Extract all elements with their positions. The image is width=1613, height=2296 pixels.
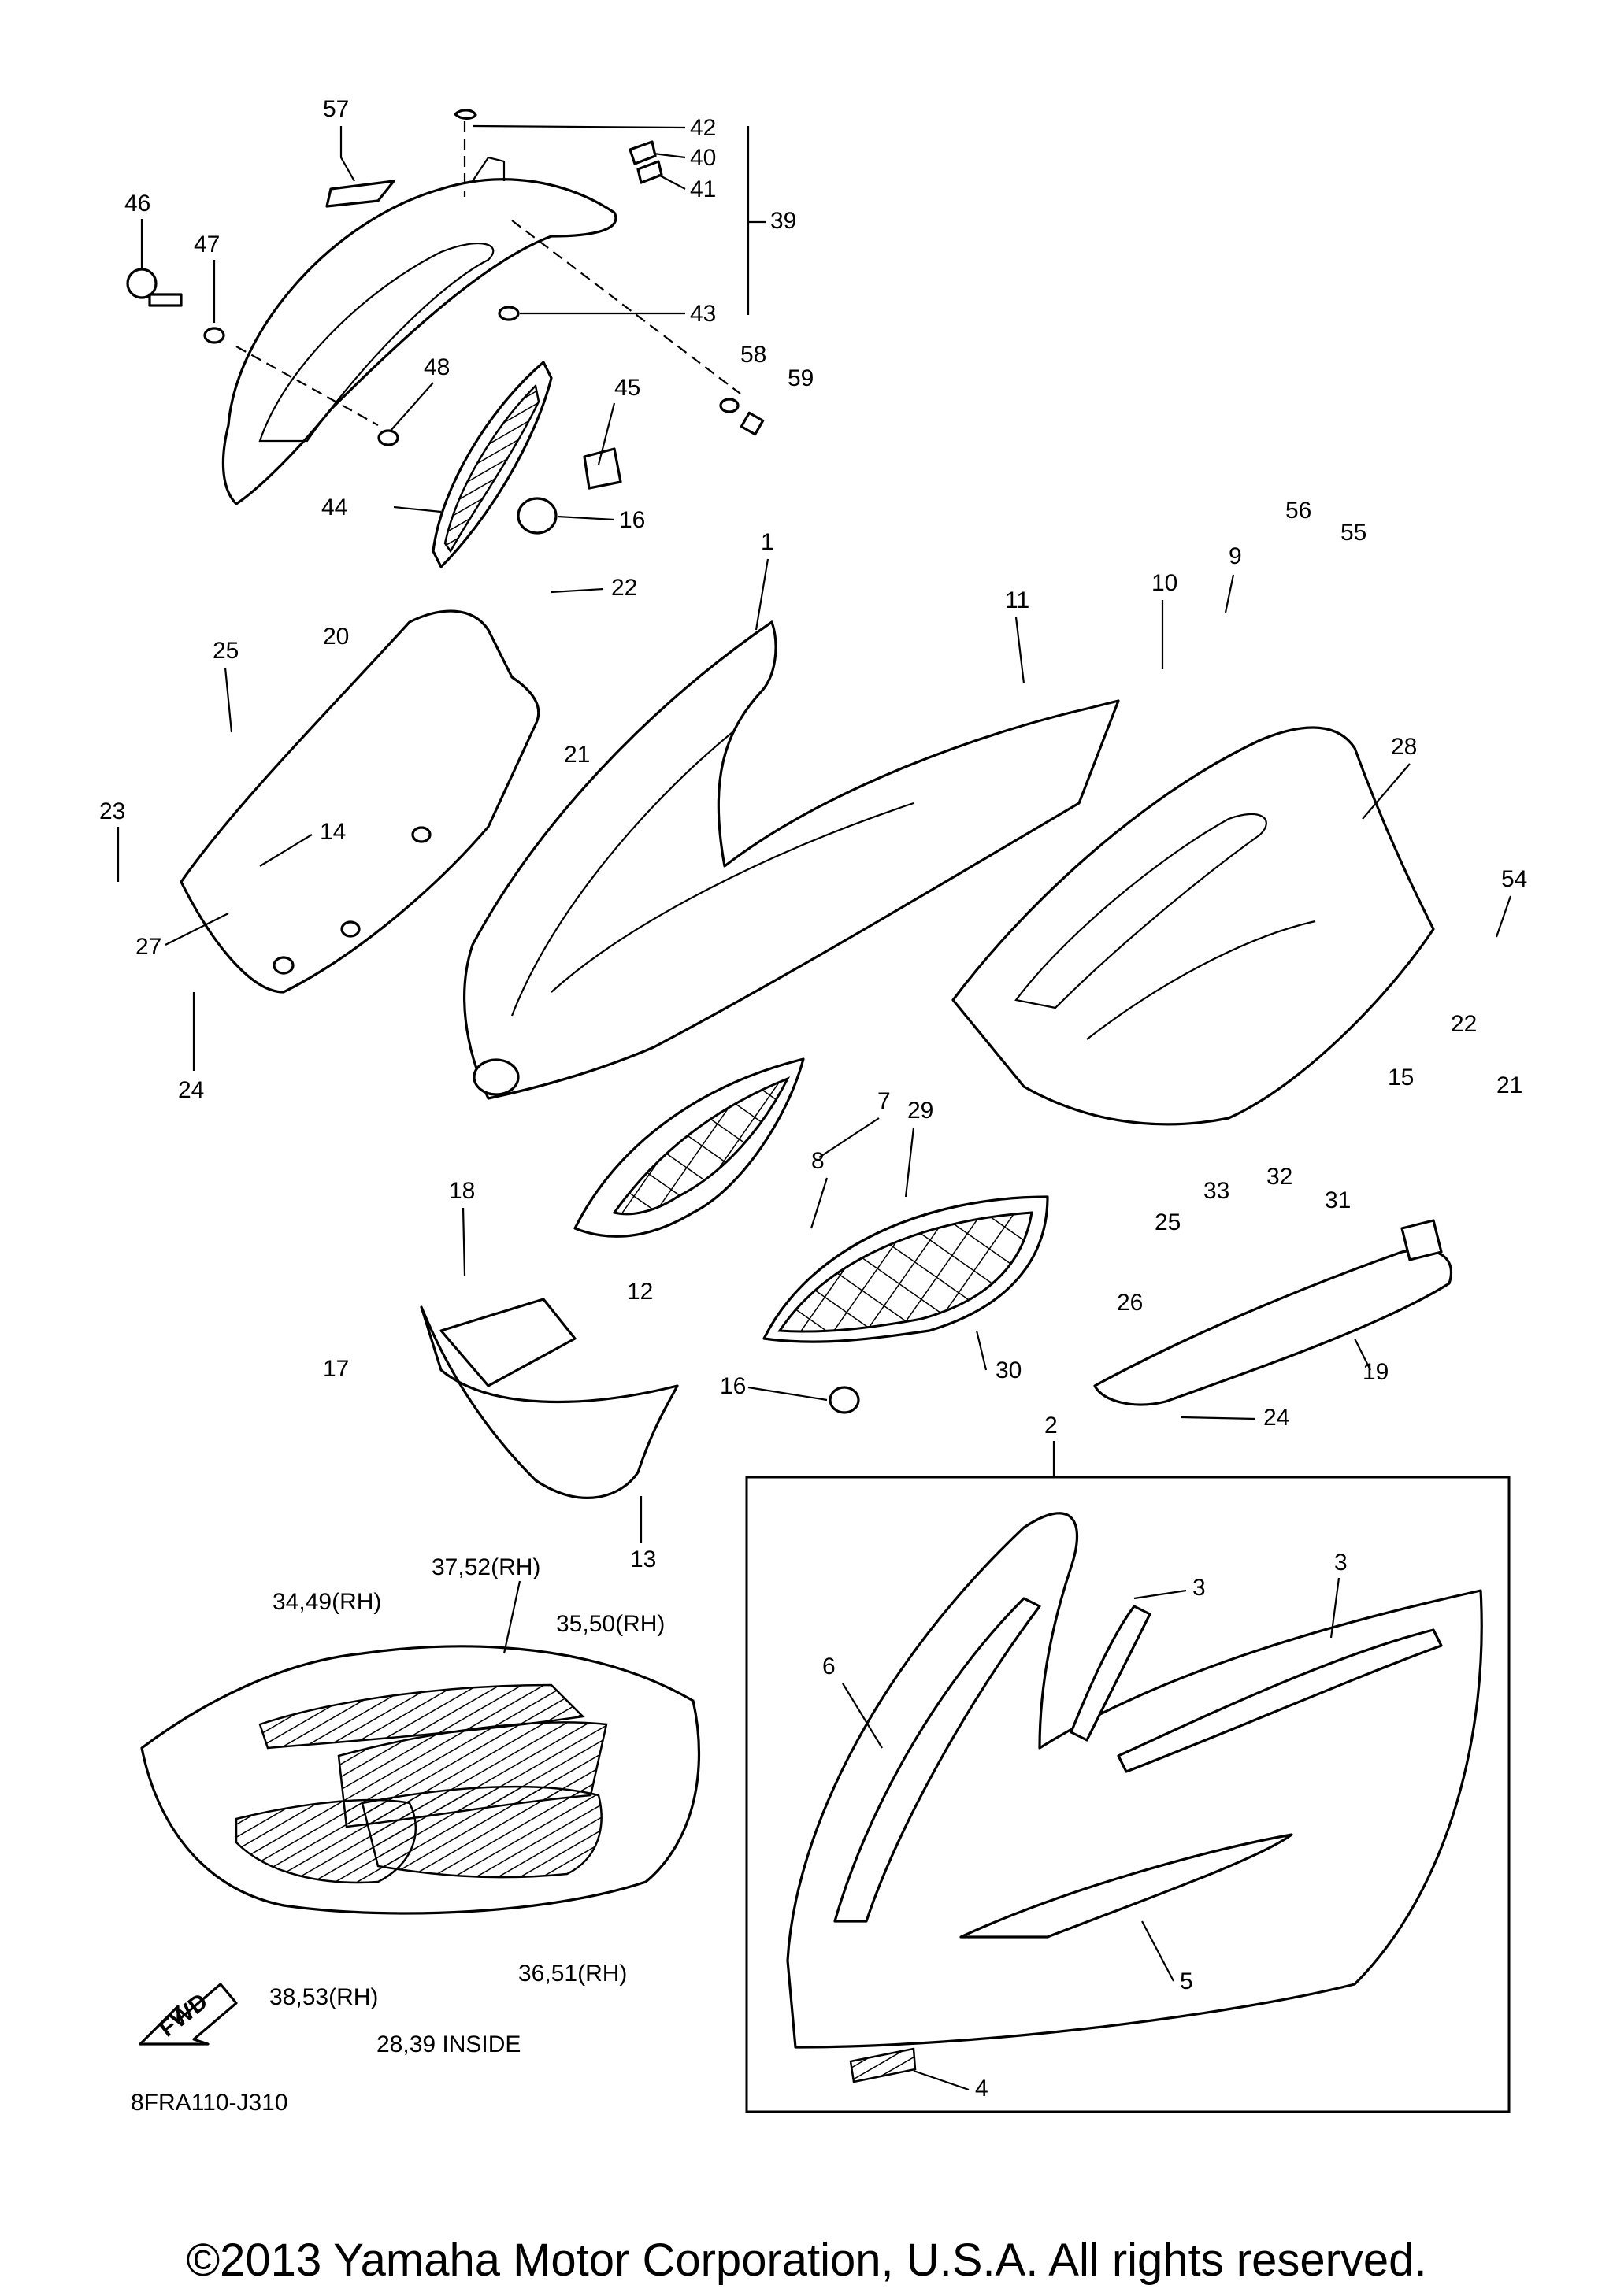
callout-54: 54: [1501, 866, 1527, 892]
callout-38: 38,53(RH): [269, 1984, 378, 2010]
callout-47: 47: [194, 231, 220, 257]
callout-21a: 21: [564, 742, 590, 768]
callout-40: 40: [690, 145, 716, 171]
callout-42: 42: [690, 115, 716, 141]
callout-33: 33: [1203, 1178, 1229, 1204]
callout-37: 37,52(RH): [432, 1554, 540, 1580]
callout-32: 32: [1266, 1164, 1292, 1190]
callout-3b: 3: [1334, 1550, 1348, 1576]
callout-17: 17: [323, 1356, 349, 1382]
callout-59: 59: [788, 365, 814, 391]
callout-labels: 57 46 47 42 40 41 39 43 48 58 59 45 44 1…: [99, 96, 1527, 2102]
side-cover-20: [180, 609, 540, 994]
callout-45: 45: [614, 375, 640, 401]
callout-27: 27: [135, 934, 161, 960]
callout-28: 28: [1391, 734, 1417, 760]
callout-21b: 21: [1496, 1072, 1522, 1098]
callout-48: 48: [424, 354, 450, 380]
inside-note: 28,39 INSIDE: [376, 2031, 521, 2057]
decal-set-2: [786, 1512, 1483, 2083]
callout-43: 43: [690, 301, 716, 327]
callout-3a: 3: [1192, 1575, 1206, 1601]
duct-7: [573, 1057, 805, 1238]
side-vent-44: [432, 361, 622, 568]
callout-24a: 24: [178, 1077, 204, 1103]
callout-22a: 22: [611, 575, 637, 601]
lower-cover-17: [420, 1298, 679, 1499]
front-cover-panel-1: [463, 620, 1120, 1100]
grille-29: [762, 1195, 1049, 1414]
callout-10: 10: [1151, 570, 1177, 596]
callout-41: 41: [690, 176, 716, 202]
callout-15: 15: [1388, 1065, 1414, 1091]
side-cover-19: [1093, 1219, 1453, 1406]
callout-58: 58: [740, 342, 766, 368]
callout-29: 29: [907, 1098, 933, 1124]
decal-set-left: [140, 1645, 701, 1915]
diagram-code: 8FRA110-J310: [131, 2090, 288, 2116]
callout-25a: 25: [213, 638, 239, 664]
callout-6: 6: [822, 1653, 836, 1679]
callout-5: 5: [1180, 1968, 1193, 1994]
callout-55: 55: [1340, 520, 1366, 546]
callout-26: 26: [1117, 1290, 1143, 1316]
callout-46: 46: [124, 191, 150, 217]
callout-31: 31: [1325, 1187, 1351, 1213]
callout-18: 18: [449, 1178, 475, 1204]
callout-24b: 24: [1263, 1405, 1289, 1431]
callout-30: 30: [996, 1357, 1022, 1383]
callout-7: 7: [877, 1088, 891, 1114]
callout-2: 2: [1044, 1413, 1058, 1439]
callout-57: 57: [323, 96, 349, 122]
callout-13: 13: [630, 1546, 656, 1572]
callout-44: 44: [321, 494, 347, 520]
callout-12: 12: [627, 1279, 653, 1305]
side-cover-28: [951, 726, 1435, 1126]
callout-4: 4: [975, 2076, 988, 2102]
callout-23: 23: [99, 798, 125, 824]
callout-14: 14: [320, 819, 346, 845]
callout-11: 11: [1005, 587, 1029, 613]
callout-34: 34,49(RH): [273, 1589, 381, 1615]
fwd-arrow-icon: FWD: [139, 1983, 238, 2046]
callout-9: 9: [1229, 543, 1242, 569]
callout-39: 39: [770, 208, 796, 234]
callout-16b: 16: [720, 1373, 746, 1399]
copyright-notice: ©2013 Yamaha Motor Corporation, U.S.A. A…: [186, 2235, 1426, 2286]
leader-lines: [117, 124, 1512, 2091]
callout-35: 35,50(RH): [556, 1611, 665, 1637]
part-2-detail-box: [745, 1476, 1511, 2113]
callout-56: 56: [1285, 498, 1311, 524]
callout-22b: 22: [1451, 1011, 1477, 1037]
rear-cover-assembly: [126, 109, 765, 505]
callout-36: 36,51(RH): [518, 1961, 627, 1987]
callout-25b: 25: [1155, 1209, 1181, 1235]
callout-8: 8: [811, 1148, 825, 1174]
callout-1: 1: [761, 529, 774, 555]
callout-20: 20: [323, 624, 349, 650]
callout-16a: 16: [619, 507, 645, 533]
